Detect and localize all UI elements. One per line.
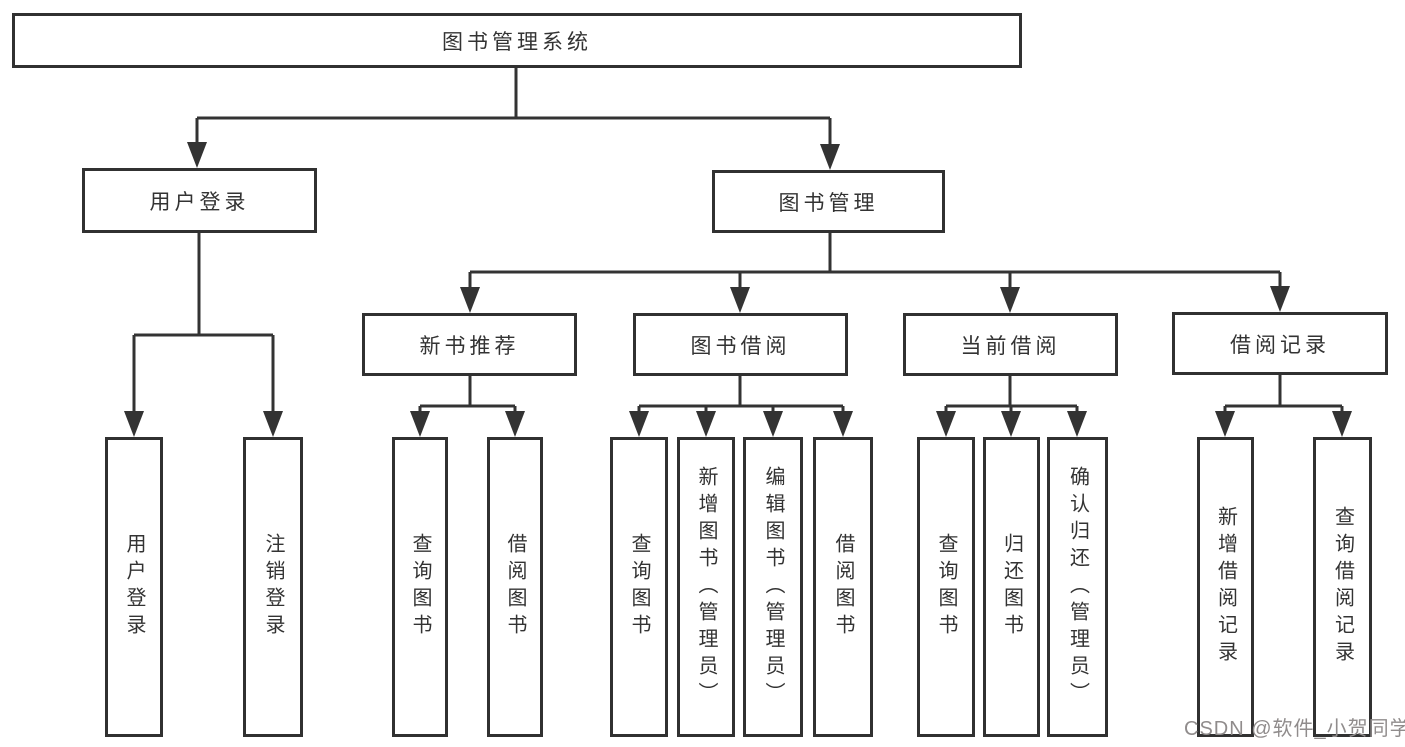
node-query-books-current: 查询图书 bbox=[917, 437, 975, 737]
arrowhead bbox=[1067, 411, 1087, 437]
node-user-login-leaf: 用户登录 bbox=[105, 437, 163, 737]
node-book-management: 图书管理 bbox=[712, 170, 945, 233]
arrowhead bbox=[629, 411, 649, 437]
node-borrow-books-leaf: 借阅图书 bbox=[813, 437, 873, 737]
connector-borrow-records-to-leaves bbox=[1223, 375, 1344, 415]
arrowhead bbox=[1332, 411, 1352, 437]
node-label: 借阅图书 bbox=[832, 533, 854, 641]
connector-root-to-level2 bbox=[195, 68, 832, 148]
node-label: 查询图书 bbox=[628, 533, 650, 641]
node-borrowing-records: 借阅记录 bbox=[1172, 312, 1388, 375]
node-current-borrowing: 当前借阅 bbox=[903, 313, 1118, 376]
node-borrow-books-recommend: 借阅图书 bbox=[487, 437, 543, 737]
node-label: 查询图书 bbox=[935, 533, 957, 641]
arrowhead bbox=[1270, 286, 1290, 312]
arrowhead bbox=[505, 411, 525, 437]
node-label: 确认归还（管理员） bbox=[1066, 465, 1089, 709]
connector-user-login-to-leaves bbox=[132, 233, 275, 415]
arrowhead bbox=[1215, 411, 1235, 437]
node-edit-books-admin: 编辑图书（管理员） bbox=[743, 437, 803, 737]
arrowhead bbox=[936, 411, 956, 437]
arrowhead bbox=[820, 144, 840, 170]
connector-book-borrowing-to-leaves bbox=[637, 376, 845, 415]
node-label: 用户登录 bbox=[123, 533, 145, 641]
node-new-book-recommendation: 新书推荐 bbox=[362, 313, 577, 376]
node-label: 查询借阅记录 bbox=[1331, 506, 1354, 668]
node-query-books-recommend: 查询图书 bbox=[392, 437, 448, 737]
node-label: 借阅图书 bbox=[504, 533, 526, 641]
arrowhead bbox=[1001, 411, 1021, 437]
node-logout: 注销登录 bbox=[243, 437, 303, 737]
node-add-borrow-record: 新增借阅记录 bbox=[1197, 437, 1254, 737]
arrowhead bbox=[263, 411, 283, 437]
node-query-borrow-record: 查询借阅记录 bbox=[1313, 437, 1372, 737]
node-label: 编辑图书（管理员） bbox=[762, 465, 784, 709]
arrowhead bbox=[730, 287, 750, 313]
connector-current-borrowing-to-leaves bbox=[944, 376, 1079, 415]
csdn-watermark: CSDN @软件_小贺同学 bbox=[1184, 718, 1405, 740]
arrowhead bbox=[696, 411, 716, 437]
arrowhead bbox=[1000, 287, 1020, 313]
node-add-books-admin: 新增图书（管理员） bbox=[677, 437, 735, 737]
node-label: 注销登录 bbox=[262, 533, 284, 641]
arrowhead bbox=[833, 411, 853, 437]
node-user-login: 用户登录 bbox=[82, 168, 317, 233]
node-book-borrowing: 图书借阅 bbox=[633, 313, 848, 376]
node-return-books: 归还图书 bbox=[983, 437, 1040, 737]
node-library-management-system: 图书管理系统 bbox=[12, 13, 1022, 68]
connector-new-book-to-leaves bbox=[418, 376, 517, 415]
node-query-books-borrowing: 查询图书 bbox=[610, 437, 668, 737]
node-confirm-return-admin: 确认归还（管理员） bbox=[1047, 437, 1108, 737]
arrowhead bbox=[763, 411, 783, 437]
connector-book-management-to-sections bbox=[468, 233, 1282, 291]
node-label: 归还图书 bbox=[1000, 533, 1023, 641]
arrowhead bbox=[460, 287, 480, 313]
node-label: 新增图书（管理员） bbox=[695, 465, 717, 709]
node-label: 查询图书 bbox=[409, 533, 431, 641]
node-label: 新增借阅记录 bbox=[1214, 506, 1237, 668]
arrowhead bbox=[410, 411, 430, 437]
arrowhead bbox=[187, 142, 207, 168]
arrowhead bbox=[124, 411, 144, 437]
